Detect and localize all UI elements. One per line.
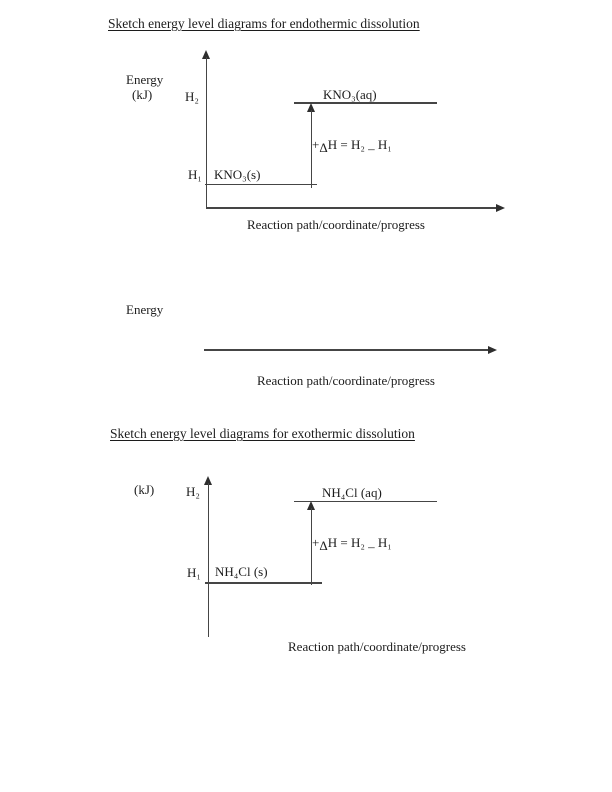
upper-level-symbol: H₂ xyxy=(185,89,199,104)
upper-level-line xyxy=(294,500,437,503)
blank-x-axis-line xyxy=(204,349,490,351)
y-axis-line xyxy=(207,483,210,637)
delta-h-arrow-line xyxy=(310,110,313,188)
delta-h-arrowhead xyxy=(306,103,315,112)
equation-tail: H₁ xyxy=(374,137,392,152)
equation-minus: – xyxy=(368,539,375,554)
y-axis-line xyxy=(205,57,208,208)
upper-level-line xyxy=(294,102,437,104)
delta-h-arrowhead xyxy=(306,501,315,510)
y-axis-arrowhead xyxy=(202,50,210,59)
lower-level-symbol: H₁ xyxy=(187,565,201,580)
section-title-endothermic: Sketch energy level diagrams for endothe… xyxy=(108,16,420,31)
equation-plus: + xyxy=(312,535,320,550)
equation-body: H = H₂ xyxy=(327,535,369,550)
x-axis-label: Reaction path/coordinate/progress xyxy=(247,217,425,232)
lower-level-label: NH₄Cl (s) xyxy=(215,564,268,579)
lower-level-line xyxy=(205,183,317,186)
equation-minus: – xyxy=(368,141,375,156)
y-axis-label: Energy xyxy=(126,72,164,87)
blank-y-axis-label: Energy xyxy=(126,302,164,317)
equation-body: H = H₂ xyxy=(327,137,369,152)
upper-level-symbol: H₂ xyxy=(186,484,200,499)
section-title-exothermic: Sketch energy level diagrams for exother… xyxy=(110,426,415,441)
delta-h-equation: +ΔH = H₂ – H₁ xyxy=(312,535,392,554)
equation-plus: + xyxy=(312,137,320,152)
equation-tail: H₁ xyxy=(374,535,392,550)
x-axis-label: Reaction path/coordinate/progress xyxy=(288,639,466,654)
equation-delta: Δ xyxy=(319,537,328,553)
x-axis-line xyxy=(205,207,499,209)
delta-h-arrow-line xyxy=(310,508,313,585)
upper-level-label: KNO₃(aq) xyxy=(323,87,377,102)
y-axis-arrowhead xyxy=(204,476,212,485)
blank-x-axis-arrowhead xyxy=(488,346,497,354)
delta-h-equation: +ΔH = H₂ – H₁ xyxy=(312,137,392,156)
lower-level-symbol: H₁ xyxy=(188,167,202,182)
x-axis-arrowhead xyxy=(496,204,505,212)
y-axis-unit-label: (kJ) xyxy=(134,482,155,497)
y-axis-unit-label: (kJ) xyxy=(132,87,153,102)
lower-level-label: KNO₃(s) xyxy=(214,167,261,182)
lower-level-line xyxy=(205,582,322,584)
equation-delta: Δ xyxy=(319,139,328,155)
upper-level-label: NH₄Cl (aq) xyxy=(322,485,382,500)
blank-x-axis-label: Reaction path/coordinate/progress xyxy=(257,373,435,388)
